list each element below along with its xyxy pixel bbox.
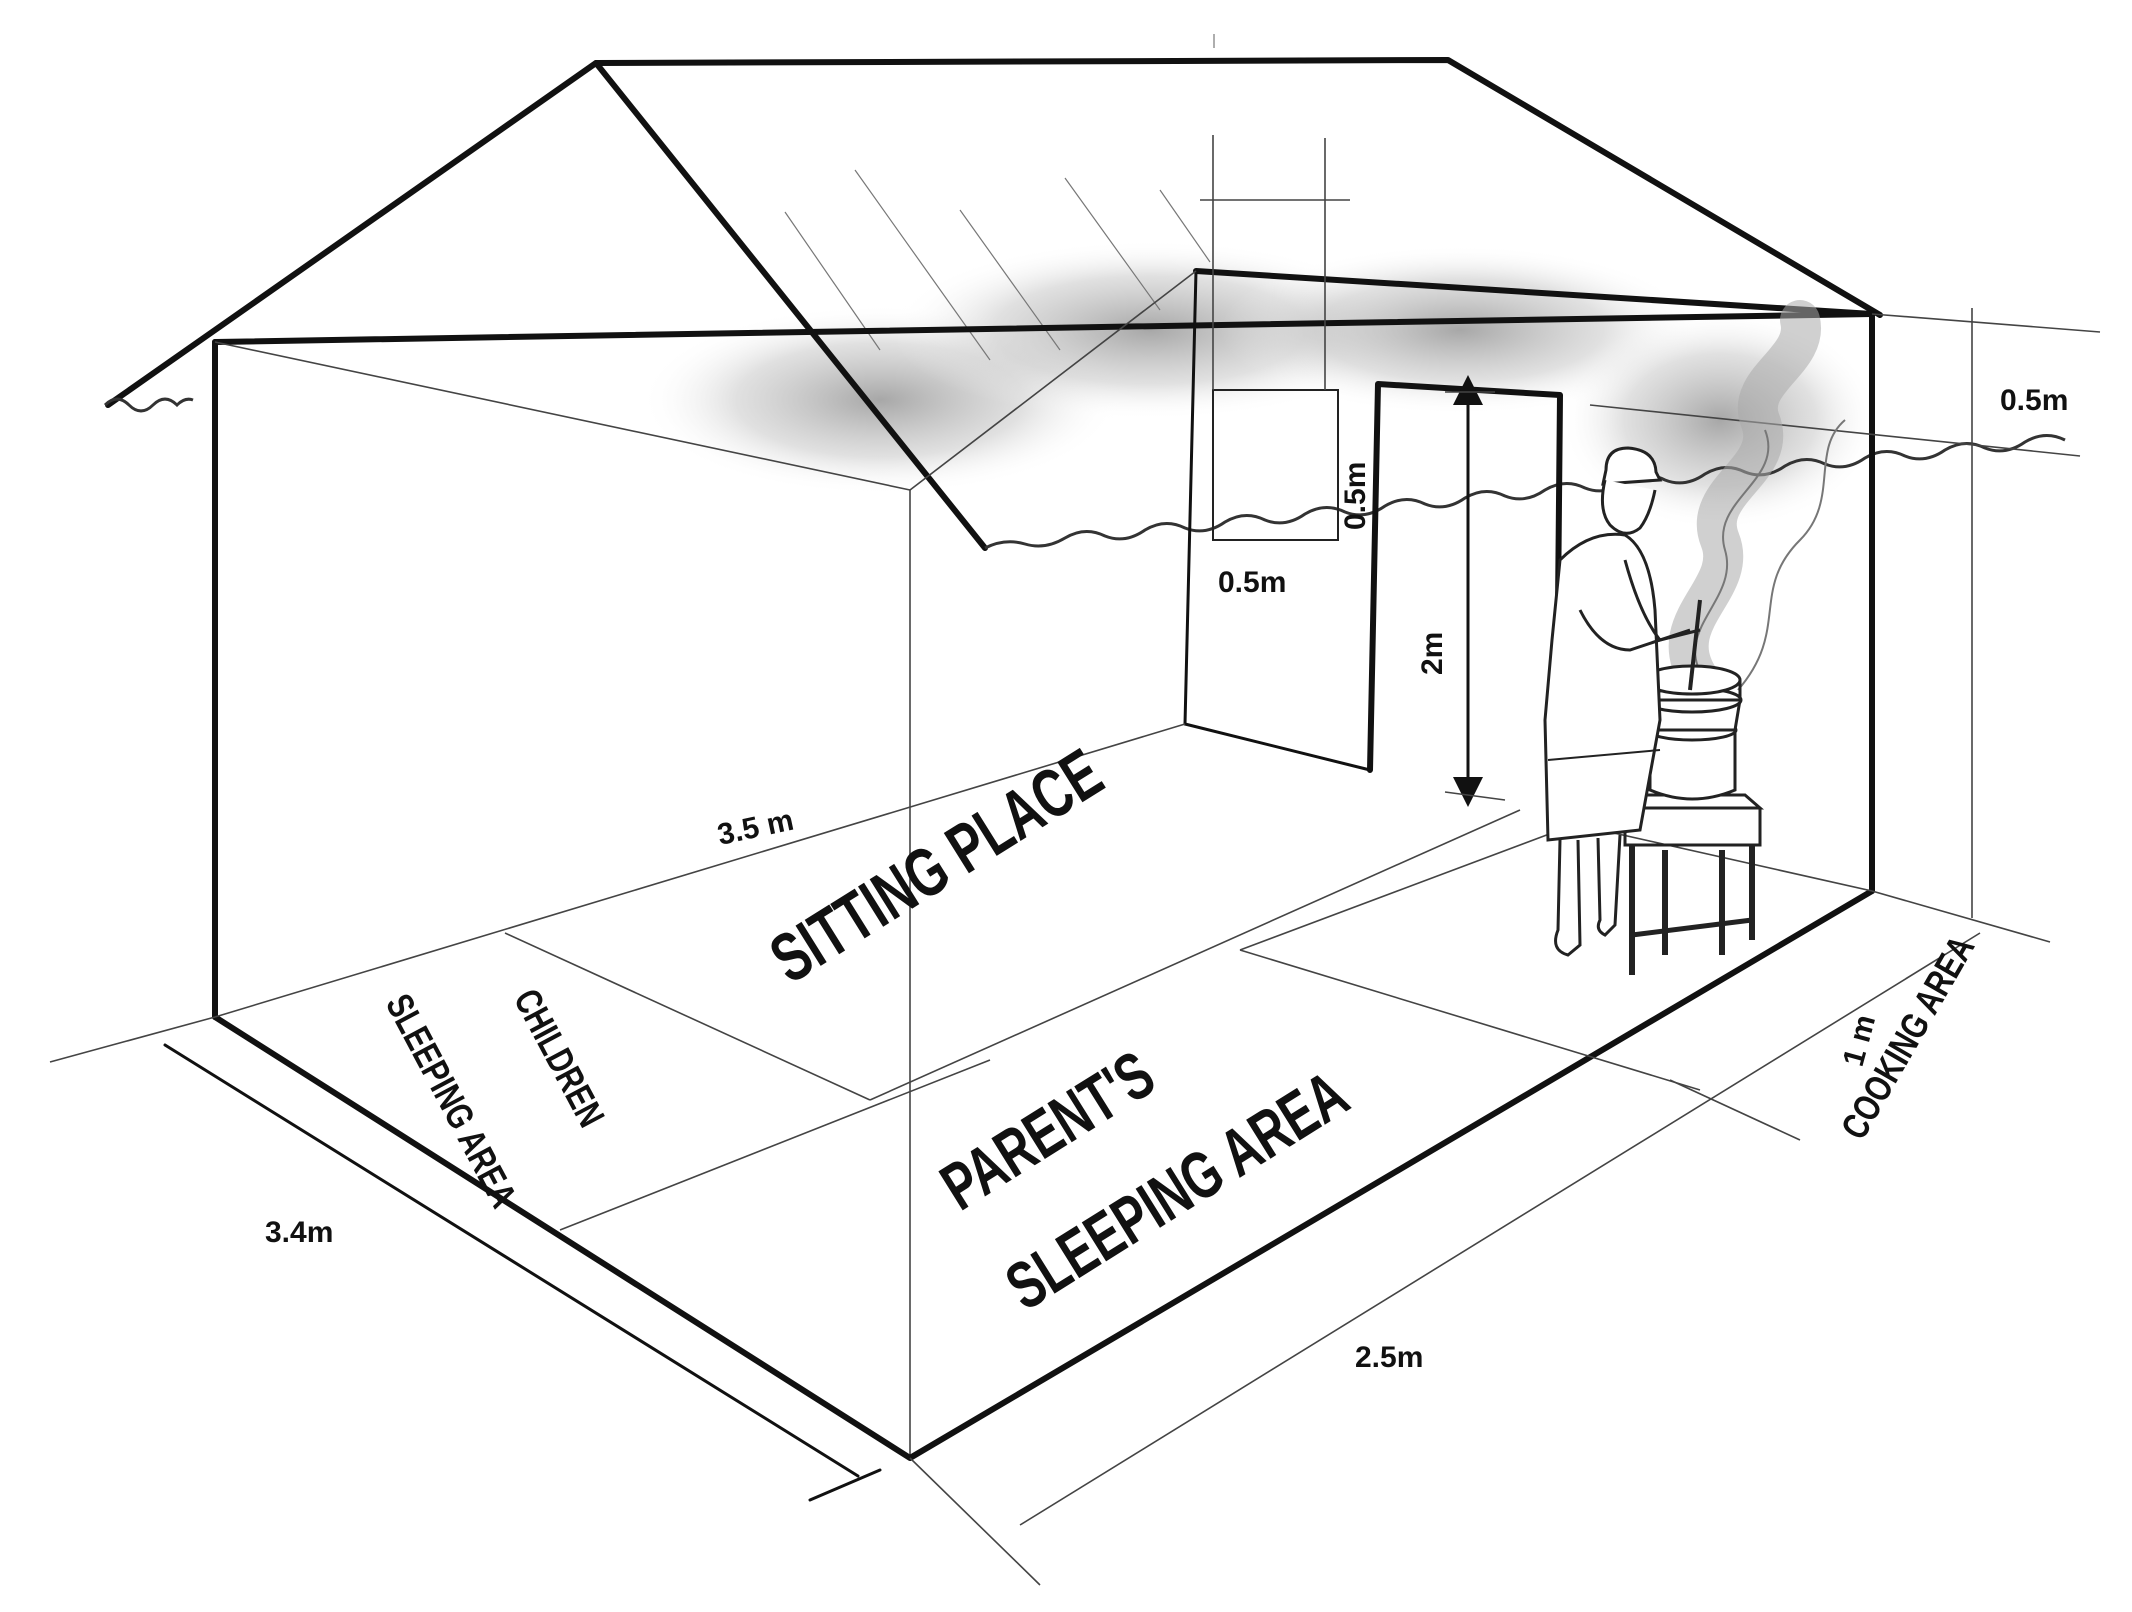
side-length-label: 2.5m <box>1355 1341 1423 1374</box>
window-height-label: 0.5m <box>1339 462 1372 530</box>
woman-cooking-icon <box>1543 446 1701 957</box>
zone-labels: SITTING PLACE CHILDREN SLEEPING AREA PAR… <box>377 734 1983 1325</box>
walls <box>212 268 1875 1458</box>
door-height-label: 2m <box>1416 632 1449 675</box>
smoke-haze <box>640 240 1880 530</box>
children-area-label: CHILDREN <box>505 983 612 1134</box>
eave-gap-label: 0.5m <box>2000 384 2068 417</box>
door <box>1367 381 1563 823</box>
sitting-place-label: SITTING PLACE <box>757 734 1115 998</box>
width-label: 3.4m <box>265 1216 333 1249</box>
children-area-label-2: SLEEPING AREA <box>377 988 524 1215</box>
window-width-label: 0.5m <box>1218 566 1286 599</box>
dimension-lines <box>49 308 2101 1586</box>
window <box>1200 135 1350 541</box>
